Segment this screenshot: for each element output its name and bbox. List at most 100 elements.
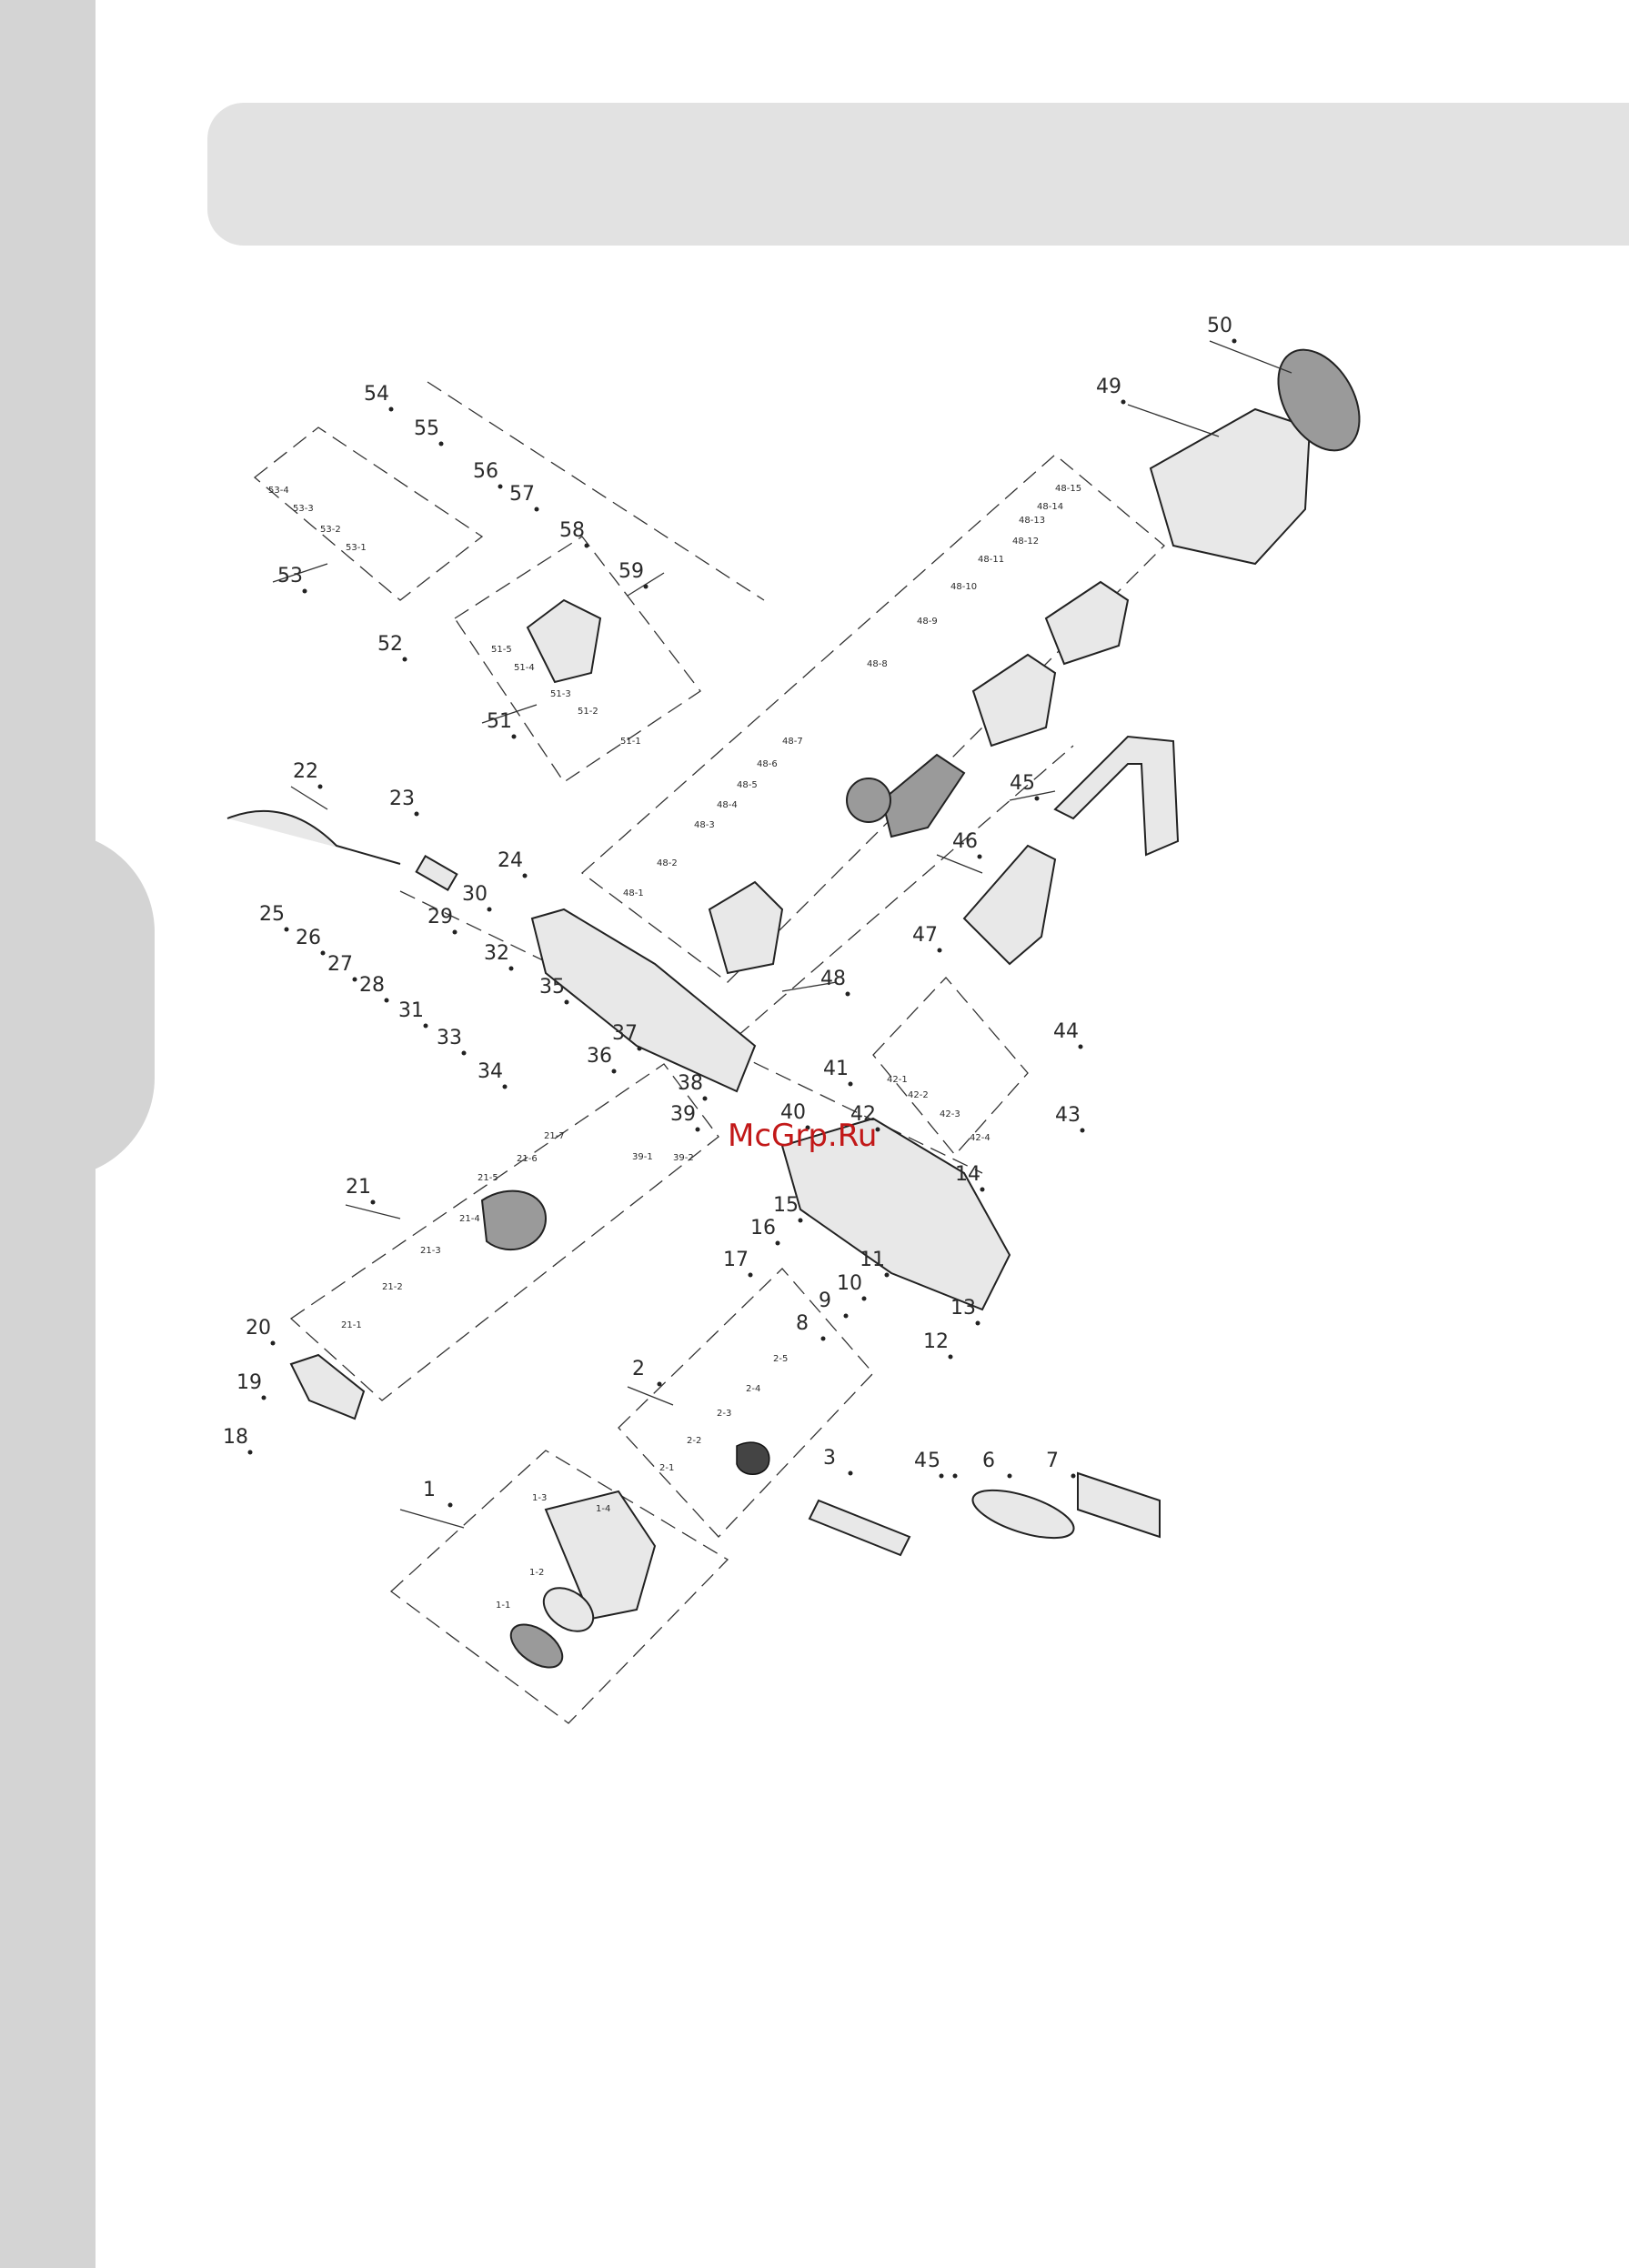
part-label-59: 59 xyxy=(618,560,644,583)
part-marker-41 xyxy=(848,1081,853,1087)
part-label-54: 54 xyxy=(364,383,389,406)
part-label-6: 6 xyxy=(982,1450,995,1472)
outline-group-2 xyxy=(618,1268,874,1538)
part-marker-54 xyxy=(388,406,394,412)
watermark-text: McGrp.Ru xyxy=(728,1118,877,1154)
sub-part-label-42-1: 42-1 xyxy=(887,1075,908,1085)
part-label-17: 17 xyxy=(723,1249,749,1271)
sub-part-label-48-6: 48-6 xyxy=(757,759,778,769)
sub-part-label-48-2: 48-2 xyxy=(657,858,678,868)
sub-part-label-2-4: 2-4 xyxy=(746,1384,760,1394)
leader-50 xyxy=(1209,340,1292,374)
part-label-18: 18 xyxy=(223,1426,248,1449)
part-marker-35 xyxy=(564,999,569,1005)
part-marker-23 xyxy=(414,811,419,817)
part-marker-49 xyxy=(1121,399,1126,405)
part-label-52: 52 xyxy=(377,633,403,656)
part-marker-22 xyxy=(317,784,323,789)
axis-line-a xyxy=(427,381,765,601)
part-guide-bar xyxy=(808,1499,911,1557)
part-marker-25 xyxy=(284,927,289,932)
part-marker-9 xyxy=(843,1313,849,1319)
part-label-11: 11 xyxy=(860,1249,885,1271)
part-marker-44 xyxy=(1078,1044,1083,1049)
leader-51 xyxy=(481,704,538,724)
part-label-24: 24 xyxy=(498,849,523,872)
part-marker-59 xyxy=(643,584,649,589)
part-marker-13 xyxy=(975,1320,980,1326)
sub-part-label-53-3: 53-3 xyxy=(293,504,314,514)
sub-part-label-21-6: 21-6 xyxy=(517,1154,538,1164)
part-label-28: 28 xyxy=(359,974,385,997)
part-label-8: 8 xyxy=(796,1312,809,1335)
part-label-51: 51 xyxy=(487,710,512,733)
sub-part-label-48-3: 48-3 xyxy=(694,820,715,830)
part-label-16: 16 xyxy=(750,1217,776,1239)
part-label-14: 14 xyxy=(955,1163,980,1186)
sub-part-label-48-14: 48-14 xyxy=(1037,502,1063,512)
leader-1 xyxy=(399,1509,465,1529)
part-marker-5 xyxy=(952,1473,958,1479)
sub-part-label-42-3: 42-3 xyxy=(940,1109,960,1119)
leader-21 xyxy=(345,1204,401,1219)
sub-part-label-48-5: 48-5 xyxy=(737,780,758,790)
sub-part-label-21-7: 21-7 xyxy=(544,1131,565,1141)
part-bearing-plate xyxy=(708,880,784,975)
part-label-26: 26 xyxy=(296,927,321,949)
sub-part-label-51-2: 51-2 xyxy=(578,707,598,717)
part-label-58: 58 xyxy=(559,519,585,542)
part-label-4: 4 xyxy=(914,1450,927,1472)
axis-line-c xyxy=(736,745,1074,1038)
part-label-33: 33 xyxy=(437,1027,462,1049)
part-label-34: 34 xyxy=(478,1060,503,1083)
part-marker-42 xyxy=(875,1127,880,1132)
part-marker-28 xyxy=(384,998,389,1003)
part-marker-58 xyxy=(584,543,589,548)
part-fan xyxy=(846,778,891,823)
part-stator xyxy=(971,653,1057,748)
sub-part-label-2-1: 2-1 xyxy=(659,1463,674,1473)
sub-part-label-39-2: 39-2 xyxy=(673,1153,694,1163)
sub-part-label-51-3: 51-3 xyxy=(550,689,571,699)
part-marker-18 xyxy=(247,1450,253,1455)
part-label-2: 2 xyxy=(632,1358,645,1380)
part-marker-24 xyxy=(522,873,528,878)
sub-part-label-2-5: 2-5 xyxy=(773,1354,788,1364)
part-marker-55 xyxy=(438,441,444,447)
leader-lines xyxy=(272,340,1292,1529)
part-handle-bar xyxy=(1053,735,1180,857)
part-marker-51 xyxy=(511,734,517,739)
sub-part-label-51-5: 51-5 xyxy=(491,645,512,655)
part-left-housing xyxy=(530,908,757,1093)
part-marker-36 xyxy=(611,1069,617,1074)
sub-part-label-48-13: 48-13 xyxy=(1019,516,1045,526)
sub-part-label-42-2: 42-2 xyxy=(908,1090,929,1100)
leader-46 xyxy=(936,854,983,874)
outline-group-53 xyxy=(253,427,484,601)
part-label-10: 10 xyxy=(837,1272,862,1295)
part-label-20: 20 xyxy=(246,1317,271,1340)
leader-49 xyxy=(1127,404,1220,437)
sub-part-label-21-4: 21-4 xyxy=(459,1214,480,1224)
part-marker-33 xyxy=(461,1050,467,1056)
part-armature xyxy=(880,753,966,838)
part-label-41: 41 xyxy=(823,1058,849,1080)
sub-part-label-48-8: 48-8 xyxy=(867,659,888,669)
part-label-9: 9 xyxy=(819,1290,831,1312)
part-marker-26 xyxy=(320,950,326,956)
part-gear xyxy=(480,1189,548,1250)
part-label-23: 23 xyxy=(389,788,415,810)
part-marker-3 xyxy=(848,1470,853,1476)
part-motor-housing xyxy=(1149,407,1312,566)
part-label-15: 15 xyxy=(773,1194,799,1217)
leader-2 xyxy=(627,1386,674,1406)
sub-part-labels: 1-11-21-31-42-12-22-32-42-521-121-221-32… xyxy=(268,484,1081,1611)
part-marker-12 xyxy=(948,1354,953,1360)
part-label-39: 39 xyxy=(670,1103,696,1126)
part-marker-20 xyxy=(270,1340,276,1346)
part-label-35: 35 xyxy=(539,976,565,999)
sub-part-label-48-9: 48-9 xyxy=(917,617,938,627)
part-label-32: 32 xyxy=(484,942,509,965)
sub-part-label-48-4: 48-4 xyxy=(717,800,738,810)
part-label-19: 19 xyxy=(236,1371,262,1394)
